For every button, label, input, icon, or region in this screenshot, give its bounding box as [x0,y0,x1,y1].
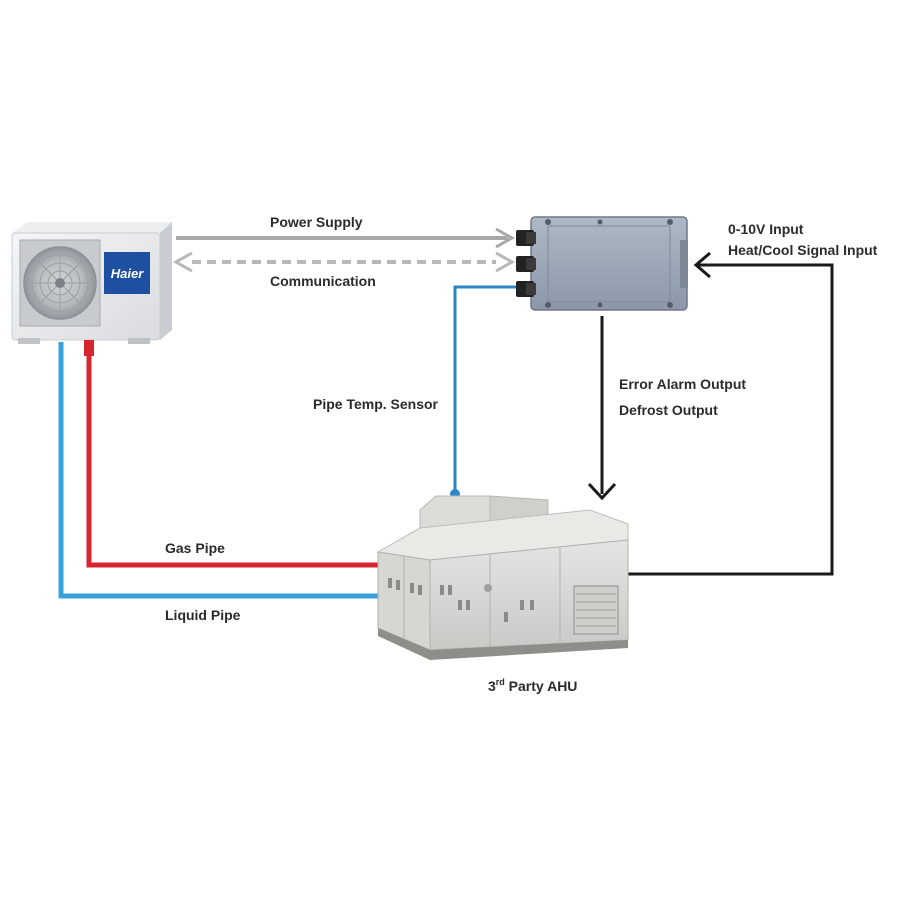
cable-gland [516,281,536,297]
communication-label: Communication [270,273,376,289]
pipe-temp-sensor-wire [453,285,516,493]
output-signal-arrow [587,316,617,501]
communication-arrow [172,251,516,273]
defrost-output-label: Defrost Output [619,402,718,418]
pipe-temp-sensor-label: Pipe Temp. Sensor [313,396,439,412]
outdoor-unit-top [12,222,172,233]
brand-logo-text: Haier [111,266,144,281]
input-label-line1: 0-10V Input [728,221,804,237]
control-box-body [530,216,688,311]
gas-pipe [86,344,384,568]
outdoor-unit: Haier [11,222,172,344]
ahu-label: 3rd Party AHU [488,677,577,694]
cable-gland [516,230,536,246]
liquid-pipe [58,342,384,599]
gas-pipe-label: Gas Pipe [165,540,225,556]
error-alarm-output-label: Error Alarm Output [619,376,746,392]
power-supply-label: Power Supply [270,214,363,230]
air-handling-unit [376,495,629,660]
outdoor-unit-side [160,222,172,340]
control-box [516,216,688,311]
liquid-pipe-label: Liquid Pipe [165,607,241,623]
input-label-line2: Heat/Cool Signal Input [728,242,878,258]
brand-badge [104,252,150,294]
power-supply-arrow [176,227,516,249]
cable-gland [516,256,536,272]
input-signal-arrow [625,251,834,576]
